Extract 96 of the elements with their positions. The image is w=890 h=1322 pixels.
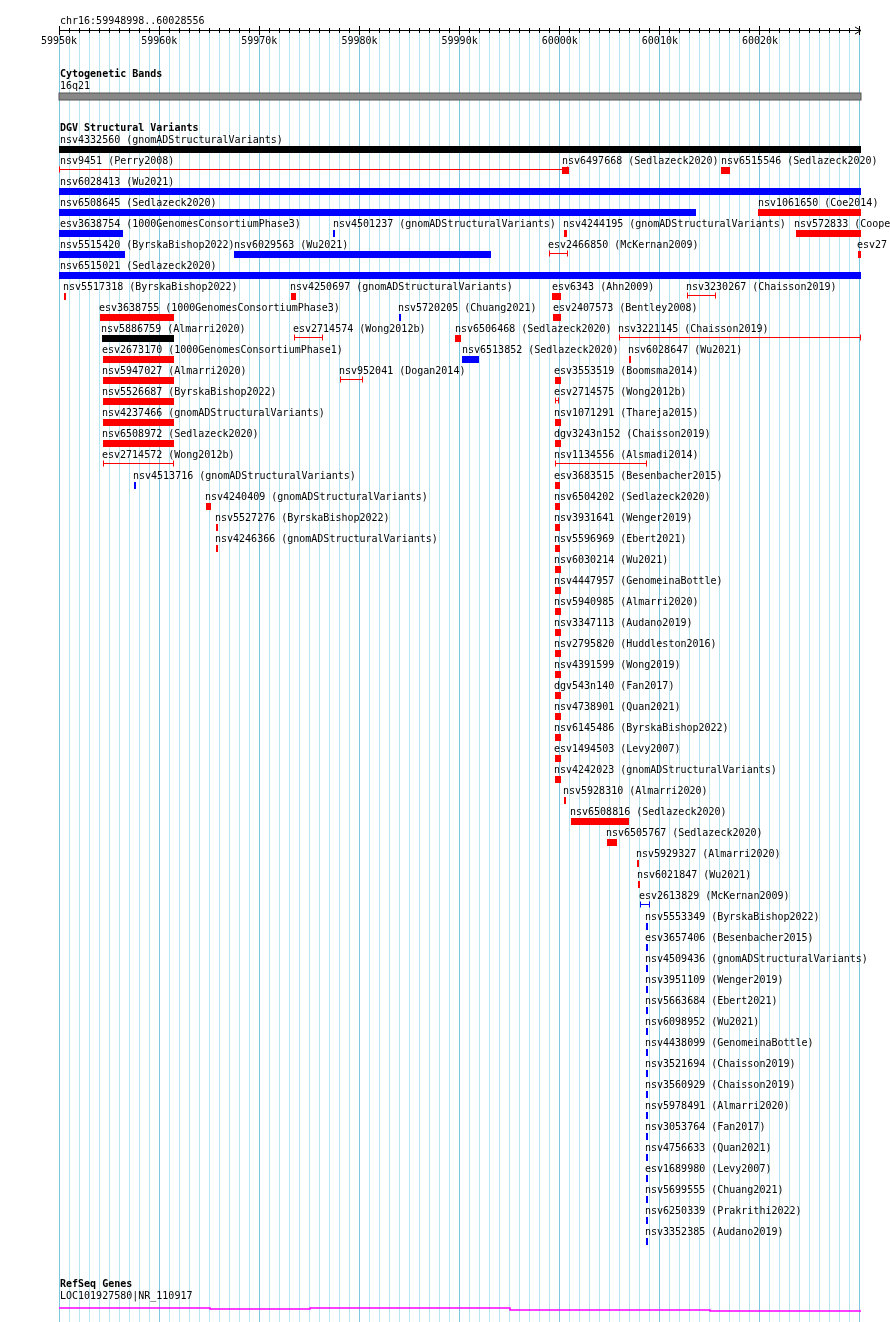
variant-label: nsv3347113 (Audano2019) (554, 617, 693, 629)
variant-label: nsv6513852 (Sedlazeck2020) (462, 344, 619, 356)
variant-label: nsv1134556 (Alsmadi2014) (554, 449, 699, 461)
axis-tick-label: 60000k (541, 35, 578, 47)
variant-label: nsv5596969 (Ebert2021) (554, 533, 687, 545)
variant-label: nsv572833 (Coope (794, 218, 890, 230)
variant-label: nsv5699555 (Chuang2021) (645, 1184, 784, 1196)
variant-label: esv1689980 (Levy2007) (645, 1163, 772, 1175)
variant-label: nsv3352385 (Audano2019) (645, 1226, 784, 1238)
variant-label: nsv4242023 (gnomADStructuralVariants) (554, 764, 777, 776)
variant-label: nsv6505767 (Sedlazeck2020) (606, 827, 763, 839)
variant-label: nsv5929327 (Almarri2020) (636, 848, 781, 860)
axis-tick-label: 59950k (41, 35, 78, 47)
variant-label: esv2613829 (McKernan2009) (639, 890, 790, 902)
variant-label: nsv5517318 (ByrskaBishop2022) (63, 281, 238, 293)
variant-label: nsv4237466 (gnomADStructuralVariants) (102, 407, 325, 419)
variant-label: nsv5526687 (ByrskaBishop2022) (102, 386, 277, 398)
variant-label: nsv6504202 (Sedlazeck2020) (554, 491, 711, 503)
variant-label: esv2407573 (Bentley2008) (553, 302, 698, 314)
variant-label: nsv1071291 (Thareja2015) (554, 407, 699, 419)
variant-label: nsv1061650 (Coe2014) (758, 197, 879, 209)
variant-label: esv3657406 (Besenbacher2015) (645, 932, 814, 944)
variant-label: esv3683515 (Besenbacher2015) (554, 470, 723, 482)
variant-label: esv3638755 (1000GenomesConsortiumPhase3) (99, 302, 340, 314)
track-title: RefSeq Genes (60, 1278, 133, 1290)
variant-label: esv2466850 (McKernan2009) (548, 239, 699, 251)
coordinate-range-label: chr16:59948998..60028556 (60, 15, 205, 27)
variant-label: esv27 (857, 239, 888, 251)
axis-tick-label: 59990k (441, 35, 478, 47)
variant-label: nsv6515546 (Sedlazeck2020) (721, 155, 878, 167)
variant-label: nsv6508645 (Sedlazeck2020) (60, 197, 217, 209)
variant-label: dgv3243n152 (Chaisson2019) (554, 428, 711, 440)
variant-label: nsv6021847 (Wu2021) (637, 869, 752, 881)
variant-label: nsv5886759 (Almarri2020) (101, 323, 246, 335)
variant-label: nsv3053764 (Fan2017) (645, 1121, 766, 1133)
variant-label: nsv4391599 (Wong2019) (554, 659, 681, 671)
variant-label: nsv3230267 (Chaisson2019) (686, 281, 837, 293)
variant-label: esv6343 (Ahn2009) (552, 281, 655, 293)
variant-label: nsv4513716 (gnomADStructuralVariants) (133, 470, 356, 482)
variant-label: esv2714575 (Wong2012b) (554, 386, 687, 398)
gene-label: LOC101927580|NR_110917 (60, 1290, 193, 1302)
variant-label: nsv4501237 (gnomADStructuralVariants) (333, 218, 556, 230)
variant-label: nsv6506468 (Sedlazeck2020) (455, 323, 612, 335)
variant-label: nsv6028647 (Wu2021) (628, 344, 743, 356)
variant-label: nsv5720205 (Chuang2021) (398, 302, 537, 314)
variant-label: nsv952041 (Dogan2014) (339, 365, 466, 377)
variant-label: nsv6515021 (Sedlazeck2020) (60, 260, 217, 272)
variant-label: nsv6028413 (Wu2021) (60, 176, 175, 188)
variant-label: nsv5527276 (ByrskaBishop2022) (215, 512, 390, 524)
variant-label: nsv4438099 (GenomeinaBottle) (645, 1037, 814, 1049)
variant-label: nsv5940985 (Almarri2020) (554, 596, 699, 608)
variant-label: nsv9451 (Perry2008) (60, 155, 175, 167)
variant-label: esv2673170 (1000GenomesConsortiumPhase1) (102, 344, 343, 356)
variant-label: nsv4756633 (Quan2021) (645, 1142, 772, 1154)
variant-label: nsv6508972 (Sedlazeck2020) (102, 428, 259, 440)
variant-label: nsv6497668 (Sedlazeck2020) (562, 155, 719, 167)
variant-label: nsv4250697 (gnomADStructuralVariants) (290, 281, 513, 293)
variant-label: nsv4240409 (gnomADStructuralVariants) (205, 491, 428, 503)
axis-tick-label: 60020k (741, 35, 779, 47)
variant-label: nsv2795820 (Huddleston2016) (554, 638, 717, 650)
variant-label: nsv3221145 (Chaisson2019) (618, 323, 769, 335)
variant-label: esv3553519 (Boomsma2014) (554, 365, 699, 377)
variant-label: nsv6030214 (Wu2021) (554, 554, 669, 566)
variant-label: nsv6508816 (Sedlazeck2020) (570, 806, 727, 818)
axis-tick-label: 59960k (141, 35, 178, 47)
variant-label: esv2714574 (Wong2012b) (293, 323, 426, 335)
variant-label: dgv543n140 (Fan2017) (554, 680, 675, 692)
variant-label: nsv3560929 (Chaisson2019) (645, 1079, 796, 1091)
variant-label: nsv3931641 (Wenger2019) (554, 512, 693, 524)
variant-label: nsv3521694 (Chaisson2019) (645, 1058, 796, 1070)
variant-label: nsv5947027 (Almarri2020) (102, 365, 247, 377)
variant-label: nsv5515420 (ByrskaBishop2022) (60, 239, 235, 251)
variant-label: nsv5553349 (ByrskaBishop2022) (645, 911, 820, 923)
variant-label: esv1494503 (Levy2007) (554, 743, 681, 755)
axis-tick-label: 59980k (341, 35, 378, 47)
variant-label: nsv4246366 (gnomADStructuralVariants) (215, 533, 438, 545)
axis-tick-label: 60010k (641, 35, 678, 47)
band-label: 16q21 (60, 80, 91, 92)
variant-label: nsv4738901 (Quan2021) (554, 701, 681, 713)
variant-label: nsv6029563 (Wu2021) (234, 239, 349, 251)
variant-label: nsv4332560 (gnomADStructuralVariants) (60, 134, 283, 146)
variant-label: esv2714572 (Wong2012b) (102, 449, 235, 461)
variant-label: nsv4244195 (gnomADStructuralVariants) (563, 218, 786, 230)
track-title: DGV Structural Variants (60, 122, 199, 134)
variant-label: nsv5978491 (Almarri2020) (645, 1100, 790, 1112)
variant-label: nsv3951109 (Wenger2019) (645, 974, 784, 986)
track-title: Cytogenetic Bands (60, 68, 163, 80)
variant-label: nsv6098952 (Wu2021) (645, 1016, 760, 1028)
variant-label: nsv6145486 (ByrskaBishop2022) (554, 722, 729, 734)
axis-tick-label: 59970k (241, 35, 278, 47)
variant-label: nsv5928310 (Almarri2020) (563, 785, 708, 797)
variant-label: nsv4447957 (GenomeinaBottle) (554, 575, 723, 587)
variant-label: esv3638754 (1000GenomesConsortiumPhase3) (60, 218, 301, 230)
variant-label: nsv4509436 (gnomADStructuralVariants) (645, 953, 868, 965)
variant-label: nsv6250339 (Prakrithi2022) (645, 1205, 802, 1217)
variant-label: nsv5663684 (Ebert2021) (645, 995, 778, 1007)
